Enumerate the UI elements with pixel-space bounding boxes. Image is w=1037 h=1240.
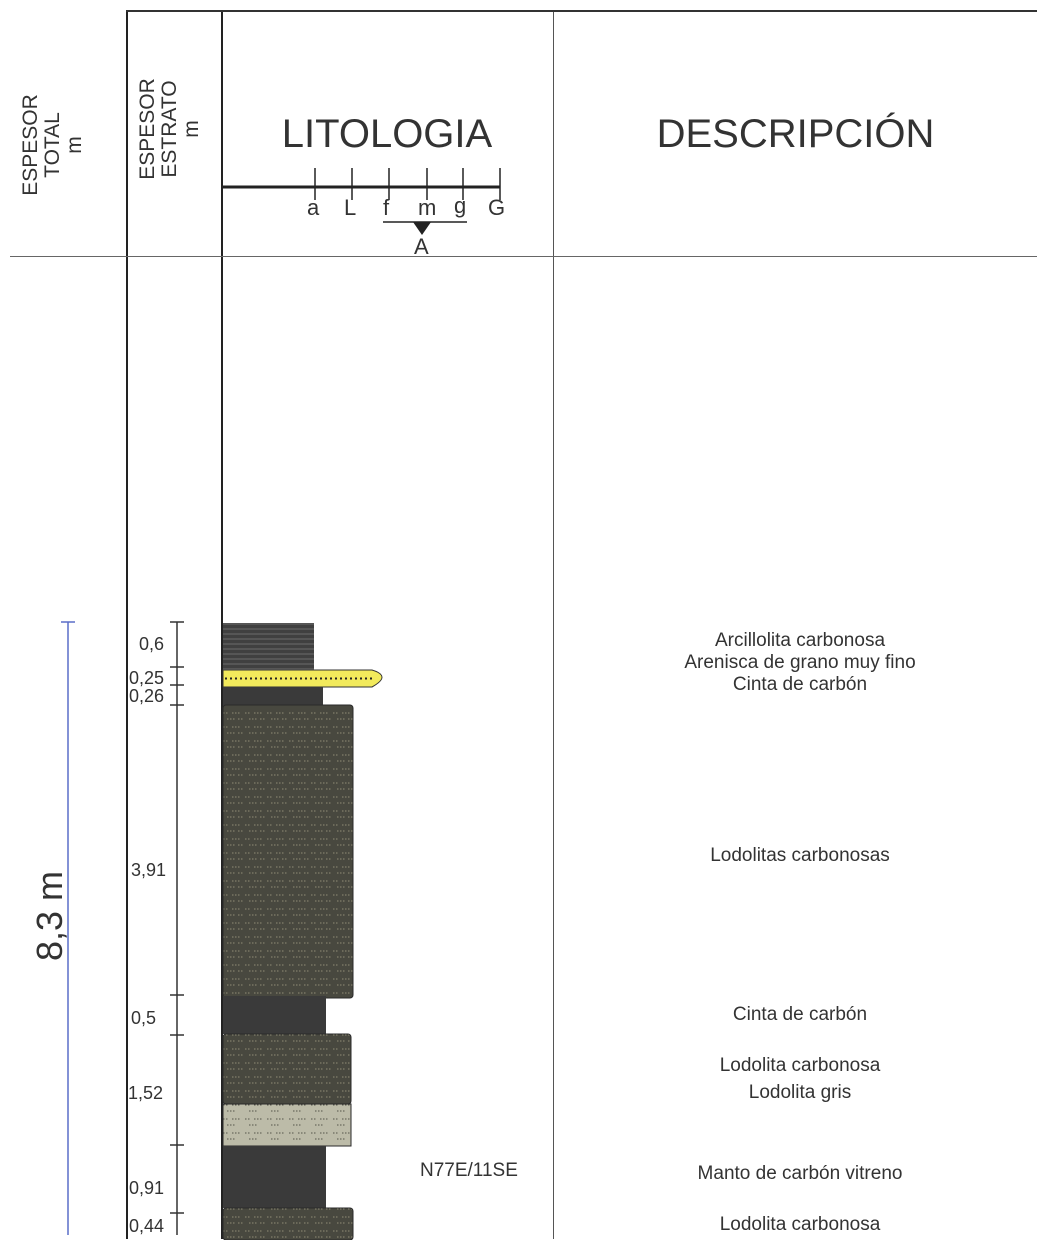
description-manto-carbon: Manto de carbón vitreno — [697, 1163, 903, 1184]
description-lodolita-gris: Lodolita gris — [748, 1082, 852, 1103]
grain-label-f: f — [383, 195, 390, 220]
stratum-arenisca — [222, 669, 383, 688]
grain-label-m: m — [418, 195, 437, 220]
stratum-cinta-carbon-1 — [223, 687, 323, 707]
thickness-1-52: 1,52 — [128, 1083, 164, 1103]
stratum-lodolitas-carbonosas — [222, 704, 354, 999]
header-divider — [10, 256, 1037, 257]
stratum-arcillolita — [223, 623, 314, 677]
description-cinta-carbon-2: Cinta de carbón — [732, 1004, 868, 1025]
grain-size-scale — [222, 168, 501, 235]
column-divider-3 — [553, 10, 554, 1239]
description-lodolita-carbonosa: Lodolita carbonosa — [719, 1055, 881, 1076]
description-cinta-carbon-1: Cinta de carbón — [732, 674, 868, 695]
stratum-lodolita-gris — [222, 1103, 352, 1147]
thickness-0-91: 0,91 — [129, 1178, 165, 1198]
stratum-lodolita-carbonosa — [222, 1033, 352, 1105]
thickness-3-91: 3,91 — [131, 860, 167, 880]
total-thickness-label: 8,3 m — [29, 870, 70, 962]
column-divider-1 — [126, 10, 128, 1239]
total-thickness-bar — [61, 621, 75, 1235]
strata-thickness-axis — [170, 621, 184, 1235]
grain-label-L: L — [344, 195, 357, 220]
header-litologia: LITOLOGIA — [281, 112, 493, 156]
stratum-manto-carbon — [223, 1146, 326, 1208]
lithology-column — [222, 623, 383, 1240]
description-lodolita-carbonosa-2: Lodolita carbonosa — [719, 1214, 881, 1235]
thickness-0-25: 0,25 — [129, 668, 165, 688]
stratum-cinta-carbon-2 — [223, 996, 326, 1034]
thickness-0-44: 0,44 — [129, 1216, 165, 1236]
thickness-0-5: 0,5 — [131, 1008, 157, 1028]
strike-dip-label: N77E/11SE — [420, 1160, 518, 1181]
stratum-lodolita-carbonosa-2 — [222, 1207, 354, 1240]
description-arenisca: Arenisca de grano muy fino — [684, 652, 916, 673]
thickness-0-6: 0,6 — [139, 634, 165, 654]
header-descripcion: DESCRIPCIÓN — [656, 112, 935, 156]
grain-label-A: A — [414, 234, 429, 259]
column-divider-2 — [221, 10, 223, 1239]
grain-label-G: G — [488, 195, 506, 220]
description-arcillolita: Arcillolita carbonosa — [714, 630, 886, 651]
description-lodolitas-carbonosas: Lodolitas carbonosas — [710, 845, 890, 866]
top-border — [126, 10, 1037, 12]
grain-label-a: a — [307, 195, 320, 220]
grain-label-g: g — [454, 193, 467, 218]
thickness-0-26: 0,26 — [129, 686, 165, 706]
